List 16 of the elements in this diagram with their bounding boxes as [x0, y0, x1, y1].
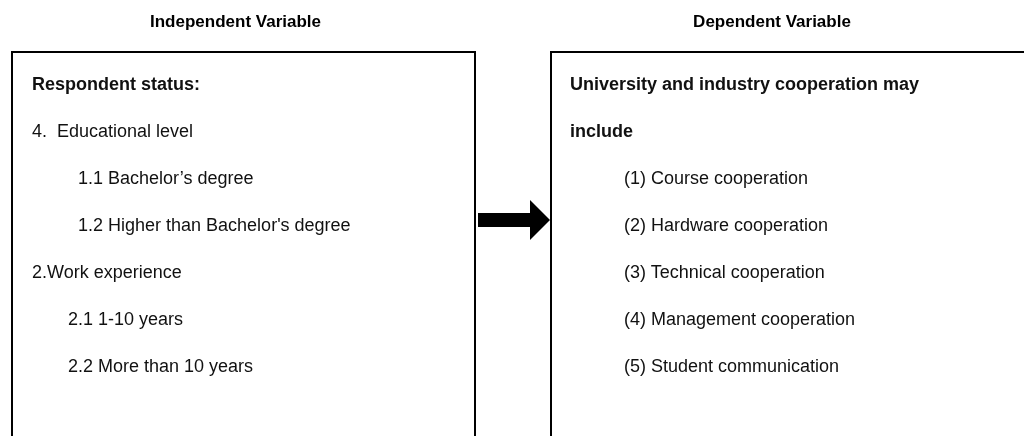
list-item: 1.2 Higher than Bachelor's degree: [78, 214, 352, 237]
list-item: 2.2 More than 10 years: [68, 355, 255, 378]
box-heading: Respondent status:: [32, 73, 201, 96]
list-item: 2.Work experience: [32, 261, 183, 284]
list-item: (2) Hardware cooperation: [624, 214, 830, 237]
list-item: 4. Educational level: [32, 120, 195, 143]
column-heading: Dependent Variable: [692, 11, 852, 33]
list-item: (5) Student communication: [624, 355, 841, 378]
list-item: (3) Technical cooperation: [624, 261, 826, 284]
list-item: 1.1 Bachelor’s degree: [78, 167, 255, 190]
list-item: (1) Course cooperation: [624, 167, 810, 190]
list-item: (4) Management cooperation: [624, 308, 857, 331]
column-heading: Independent Variable: [149, 11, 322, 33]
arrow: [478, 200, 550, 240]
box-heading: University and industry cooperation may include: [570, 73, 921, 143]
list-item: 2.1 1-10 years: [68, 308, 185, 331]
